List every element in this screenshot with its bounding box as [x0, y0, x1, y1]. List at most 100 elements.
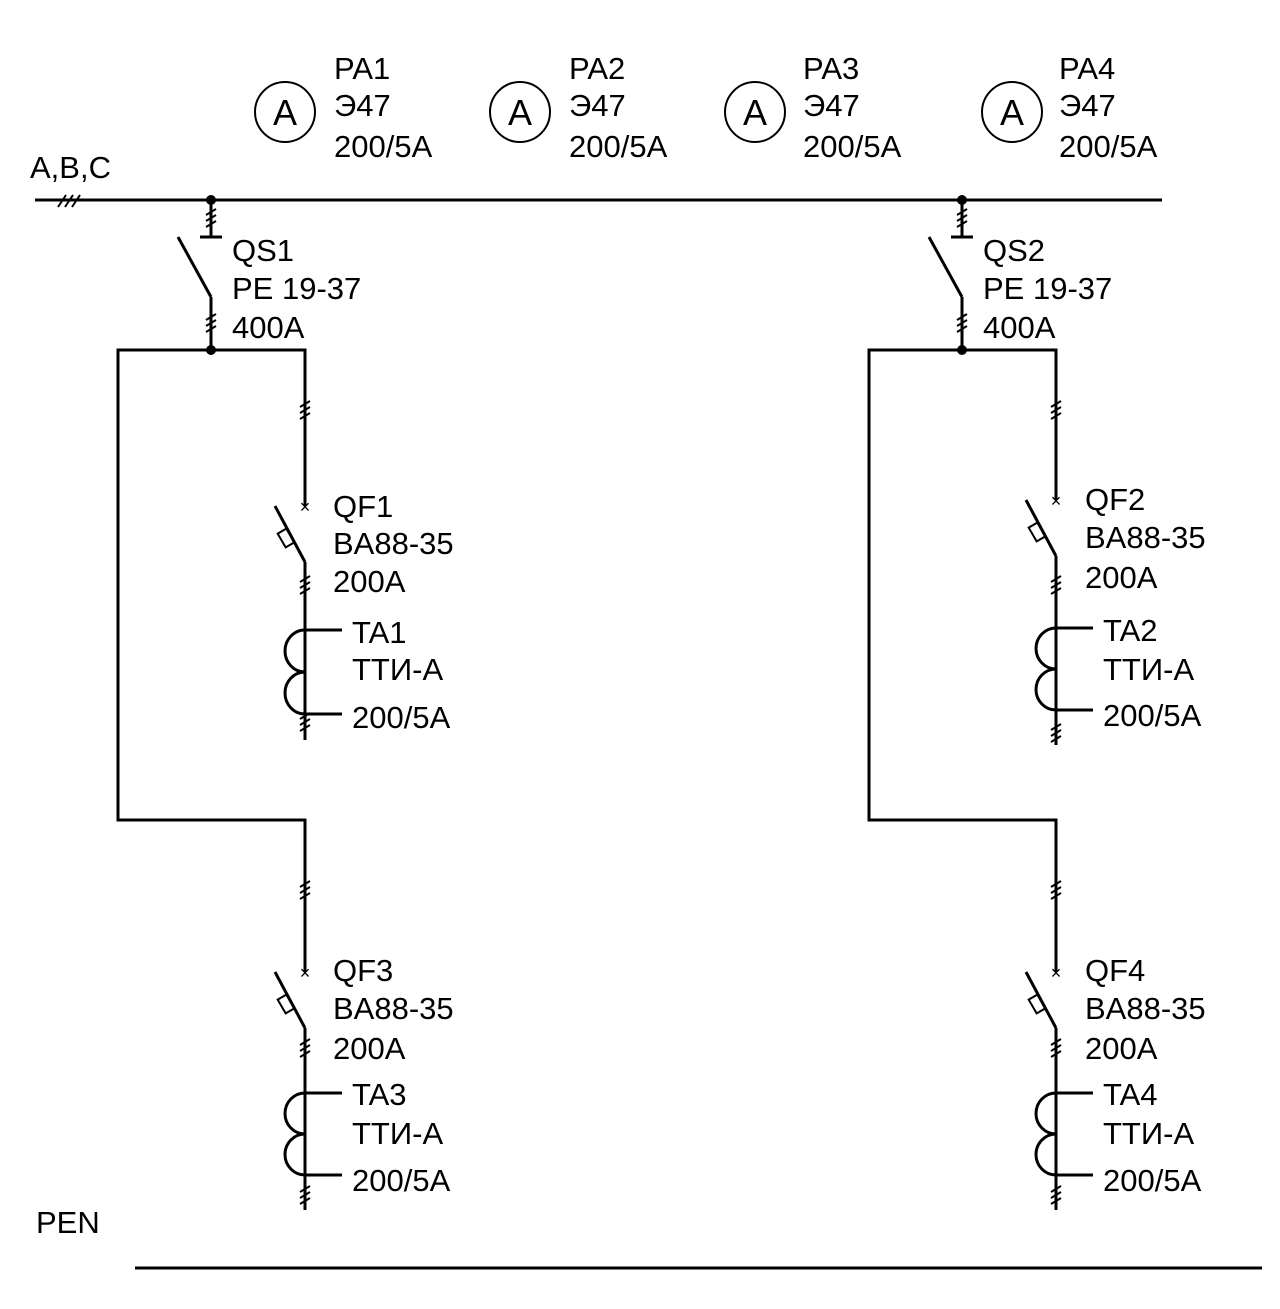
breaker-label-line1: QF2 — [1085, 482, 1145, 517]
circuit-breaker-qf1-icon — [273, 505, 307, 563]
phase-tick-marks — [205, 208, 1062, 1205]
ammeter-pa1: A PA1 Э47 200/5A — [254, 51, 433, 164]
three-phase-tick-icon — [57, 194, 81, 208]
pen-bus: PEN — [36, 1205, 1262, 1270]
phase-tick-icon — [1050, 400, 1062, 420]
tick-stroke — [1050, 735, 1062, 743]
tick-stroke — [299, 400, 311, 408]
tick-stroke — [299, 1185, 311, 1193]
switch-label-line2: PE 19-37 — [983, 271, 1112, 306]
meter-label-line3: 200/5A — [334, 129, 433, 164]
switch-label-line1: QS2 — [983, 233, 1045, 268]
tick-stroke — [299, 724, 311, 732]
ammeter-symbol: A — [743, 92, 767, 133]
meter-label-line1: PA3 — [803, 51, 859, 86]
tick-stroke — [299, 1050, 311, 1058]
current-transformer-ta4-icon — [1034, 1091, 1093, 1177]
breaker-label-line1: QF1 — [333, 489, 393, 524]
tick-stroke — [299, 587, 311, 595]
ammeter-symbol: A — [1000, 92, 1024, 133]
current-transformer-ta3-icon — [283, 1091, 342, 1177]
ct-label-line1: TA1 — [352, 615, 407, 650]
breaker-label-line2: BA88-35 — [1085, 991, 1206, 1026]
ammeter-symbol: A — [273, 92, 297, 133]
phase-tick-icon — [299, 712, 311, 732]
tick-stroke — [205, 313, 217, 321]
phase-tick-icon — [299, 575, 311, 595]
circuit-breaker-qf4-icon — [1024, 971, 1058, 1029]
switch-label-line2: PE 19-37 — [232, 271, 361, 306]
current-transformer-ta2-icon — [1034, 626, 1093, 712]
meter-label-line2: Э47 — [803, 88, 860, 123]
phase-tick-icon — [205, 208, 217, 228]
tick-stroke — [1050, 886, 1062, 894]
meter-label-line1: PA4 — [1059, 51, 1115, 86]
meter-label-line3: 200/5A — [569, 129, 668, 164]
tick-stroke — [1050, 1197, 1062, 1205]
tick-stroke — [1050, 581, 1062, 589]
phase-tick-icon — [956, 313, 968, 333]
ct-label-line2: ТТИ-А — [1103, 1116, 1194, 1151]
breaker-label-line3: 200A — [333, 564, 406, 599]
tick-stroke — [1050, 400, 1062, 408]
tick-stroke — [299, 1197, 311, 1205]
tick-stroke — [1050, 575, 1062, 583]
tick-stroke — [299, 406, 311, 414]
tick-stroke — [299, 1191, 311, 1199]
ct-label-line2: ТТИ-А — [352, 1116, 443, 1151]
switch-label-line3: 400A — [232, 310, 305, 345]
tick-stroke — [299, 575, 311, 583]
tick-stroke — [205, 220, 217, 228]
section-right: QS2 PE 19-37 400A × QF2 BA88-35 200A TA2… — [867, 195, 1206, 1210]
breaker-label-line2: BA88-35 — [333, 526, 454, 561]
ct-label-line1: TA3 — [352, 1077, 407, 1112]
tick-stroke — [1050, 1038, 1062, 1046]
tick-stroke — [205, 214, 217, 222]
meter-label-line1: PA2 — [569, 51, 625, 86]
ct-label-line2: ТТИ-А — [352, 652, 443, 687]
tick-stroke — [1050, 1191, 1062, 1199]
breaker-trip-mark: × — [300, 963, 311, 983]
current-transformer-ta1-icon — [283, 628, 342, 716]
tick-stroke — [205, 325, 217, 333]
phase-tick-icon — [1050, 1185, 1062, 1205]
phase-tick-icon — [299, 1185, 311, 1205]
tick-stroke — [299, 892, 311, 900]
ct-label-line3: 200/5A — [1103, 698, 1202, 733]
tick-stroke — [956, 319, 968, 327]
ammeter-symbol: A — [508, 92, 532, 133]
main-bus: A,B,C — [30, 150, 1162, 208]
tick-stroke — [205, 208, 217, 216]
switch-label-line3: 400A — [983, 310, 1056, 345]
tick-stroke — [1050, 587, 1062, 595]
tick-stroke — [299, 718, 311, 726]
circuit-breaker-qf3-icon — [273, 971, 307, 1029]
phase-tick-icon — [1050, 723, 1062, 743]
phase-tick-icon — [299, 1038, 311, 1058]
ammeter-icon — [489, 81, 551, 143]
tick-stroke — [956, 220, 968, 228]
tick-stroke — [1050, 412, 1062, 420]
tick-stroke — [1050, 1044, 1062, 1052]
tick-stroke — [299, 581, 311, 589]
tick-stroke — [1050, 1185, 1062, 1193]
breaker-label-line1: QF4 — [1085, 953, 1145, 988]
tick-stroke — [1050, 1050, 1062, 1058]
phase-tick-icon — [1050, 1038, 1062, 1058]
phase-tick-icon — [1050, 575, 1062, 595]
meter-label-line2: Э47 — [334, 88, 391, 123]
meter-label-line2: Э47 — [569, 88, 626, 123]
ammeter-icon — [981, 81, 1043, 143]
tick-stroke — [956, 214, 968, 222]
meter-label-line1: PA1 — [334, 51, 390, 86]
breaker-label-line2: BA88-35 — [333, 991, 454, 1026]
section-left: QS1 PE 19-37 400A × QF1 BA88-35 200A TA1… — [116, 195, 454, 1210]
disconnector-qs2-icon — [927, 236, 964, 298]
ct-label-line1: TA4 — [1103, 1077, 1158, 1112]
tick-stroke — [299, 412, 311, 420]
tick-stroke — [299, 1044, 311, 1052]
pen-label: PEN — [36, 1205, 100, 1240]
phase-tick-icon — [956, 208, 968, 228]
ammeter-icon — [254, 81, 316, 143]
